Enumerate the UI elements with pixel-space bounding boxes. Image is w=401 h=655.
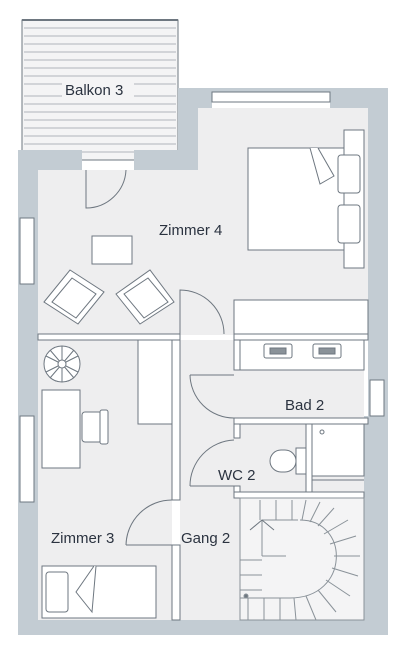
plant-icon bbox=[43, 345, 81, 383]
wall bbox=[233, 423, 241, 439]
wall bbox=[171, 339, 181, 501]
interior-walls bbox=[37, 333, 369, 621]
bed-icon bbox=[247, 129, 365, 269]
balcony bbox=[21, 19, 179, 161]
room-label-wc: WC 2 bbox=[218, 467, 256, 484]
wall bbox=[171, 544, 181, 621]
wall bbox=[233, 333, 369, 341]
room-label-gang: Gang 2 bbox=[181, 530, 230, 547]
wardrobe-icon bbox=[233, 299, 369, 335]
wall bbox=[233, 491, 365, 499]
wall bbox=[212, 88, 330, 94]
wall bbox=[233, 417, 369, 425]
wall bbox=[305, 423, 313, 499]
room-label-zimmer3: Zimmer 3 bbox=[51, 530, 114, 547]
shelf-icon bbox=[137, 339, 173, 425]
window-icon bbox=[19, 91, 385, 503]
armchair-icon bbox=[43, 269, 175, 325]
sink-icon bbox=[239, 339, 365, 371]
desk-icon bbox=[41, 389, 81, 469]
wall bbox=[37, 333, 181, 341]
wall bbox=[18, 620, 388, 635]
bed-icon bbox=[41, 565, 157, 619]
wall bbox=[233, 339, 241, 371]
wall bbox=[368, 88, 388, 420]
wall bbox=[364, 416, 388, 635]
table-icon bbox=[91, 235, 133, 265]
staircase-icon bbox=[239, 497, 365, 621]
door-swing-icon bbox=[85, 169, 235, 546]
room-label-zimmer4: Zimmer 4 bbox=[159, 222, 222, 239]
shower-icon bbox=[311, 423, 365, 481]
toilet-icon bbox=[269, 447, 307, 475]
chair-icon bbox=[81, 409, 109, 445]
room-label-balkon: Balkon 3 bbox=[65, 82, 123, 99]
exterior-walls bbox=[18, 88, 388, 635]
room-label-bad: Bad 2 bbox=[285, 397, 324, 414]
balcony-floor bbox=[21, 19, 179, 161]
